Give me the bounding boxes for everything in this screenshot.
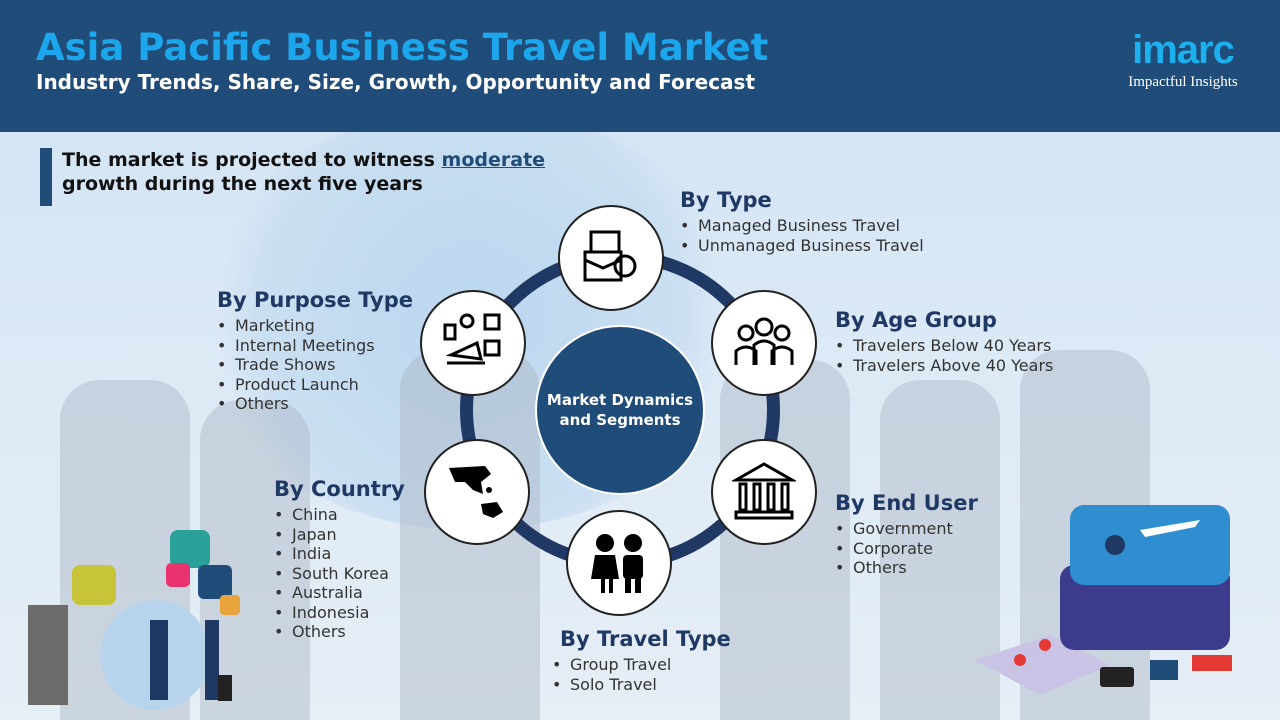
- list-item: Managed Business Travel: [680, 216, 924, 236]
- list-item: Internal Meetings: [217, 336, 413, 356]
- list-item: China: [274, 505, 405, 525]
- business-traveler-illustration: [28, 530, 240, 710]
- center-line2: and Segments: [559, 411, 681, 429]
- segment-title: By Country: [274, 477, 405, 501]
- segment-title: By Travel Type: [560, 627, 731, 651]
- list-item: Solo Travel: [552, 675, 731, 695]
- list-item: Marketing: [217, 316, 413, 336]
- callout-text: The market is projected to witness: [62, 149, 442, 171]
- list-item: Others: [835, 558, 978, 578]
- page-subtitle: Industry Trends, Share, Size, Growth, Op…: [36, 70, 756, 94]
- center-line1: Market Dynamics: [546, 391, 694, 409]
- segment-by-purpose-type: By Purpose TypeMarketingInternal Meeting…: [217, 288, 413, 414]
- list-item: Travelers Below 40 Years: [835, 336, 1053, 356]
- list-item: Indonesia: [274, 603, 405, 623]
- luggage-map-illustration: [975, 505, 1232, 695]
- list-item: Japan: [274, 525, 405, 545]
- list-item: South Korea: [274, 564, 405, 584]
- list-item: Others: [217, 394, 413, 414]
- list-item: Travelers Above 40 Years: [835, 356, 1053, 376]
- list-item: Group Travel: [552, 655, 731, 675]
- people-group-icon: [711, 290, 817, 396]
- growth-callout: The market is projected to witness moder…: [40, 148, 545, 206]
- segment-title: By Type: [680, 188, 772, 212]
- marketing-megaphone-icon: [420, 290, 526, 396]
- logo-word: imarc: [1132, 28, 1235, 72]
- list-item: Unmanaged Business Travel: [680, 236, 924, 256]
- callout-text-end: growth during the next five years: [62, 173, 423, 195]
- two-people-icon: [566, 510, 672, 616]
- center-circle: Market Dynamics and Segments: [535, 325, 705, 495]
- segment-title: By Purpose Type: [217, 288, 414, 312]
- government-building-icon: [711, 439, 817, 545]
- list-item: Government: [835, 519, 978, 539]
- segment-by-travel-type: By Travel TypeGroup TravelSolo Travel: [552, 627, 731, 694]
- segment-by-type: By TypeManaged Business TravelUnmanaged …: [680, 188, 924, 255]
- page-title: Asia Pacific Business Travel Market: [36, 26, 769, 69]
- briefcase-gear-icon: [558, 205, 664, 311]
- segment-title: By Age Group: [835, 308, 997, 332]
- segment-title: By End User: [835, 491, 978, 515]
- list-item: India: [274, 544, 405, 564]
- callout-highlight: moderate: [441, 149, 546, 171]
- logo-tagline: Impactful Insights: [1128, 74, 1238, 90]
- list-item: Corporate: [835, 539, 978, 559]
- header: Asia Pacific Business Travel Market Indu…: [0, 0, 1280, 132]
- segment-by-age-group: By Age GroupTravelers Below 40 YearsTrav…: [835, 308, 1053, 375]
- list-item: Others: [274, 622, 405, 642]
- segment-by-country: By CountryChinaJapanIndiaSouth KoreaAust…: [274, 477, 405, 642]
- imarc-logo: imarc Impactful Insights: [1118, 30, 1248, 91]
- asia-pacific-map-icon: [424, 439, 530, 545]
- segment-by-end-user: By End UserGovernmentCorporateOthers: [835, 491, 978, 578]
- list-item: Product Launch: [217, 375, 413, 395]
- list-item: Australia: [274, 583, 405, 603]
- list-item: Trade Shows: [217, 355, 413, 375]
